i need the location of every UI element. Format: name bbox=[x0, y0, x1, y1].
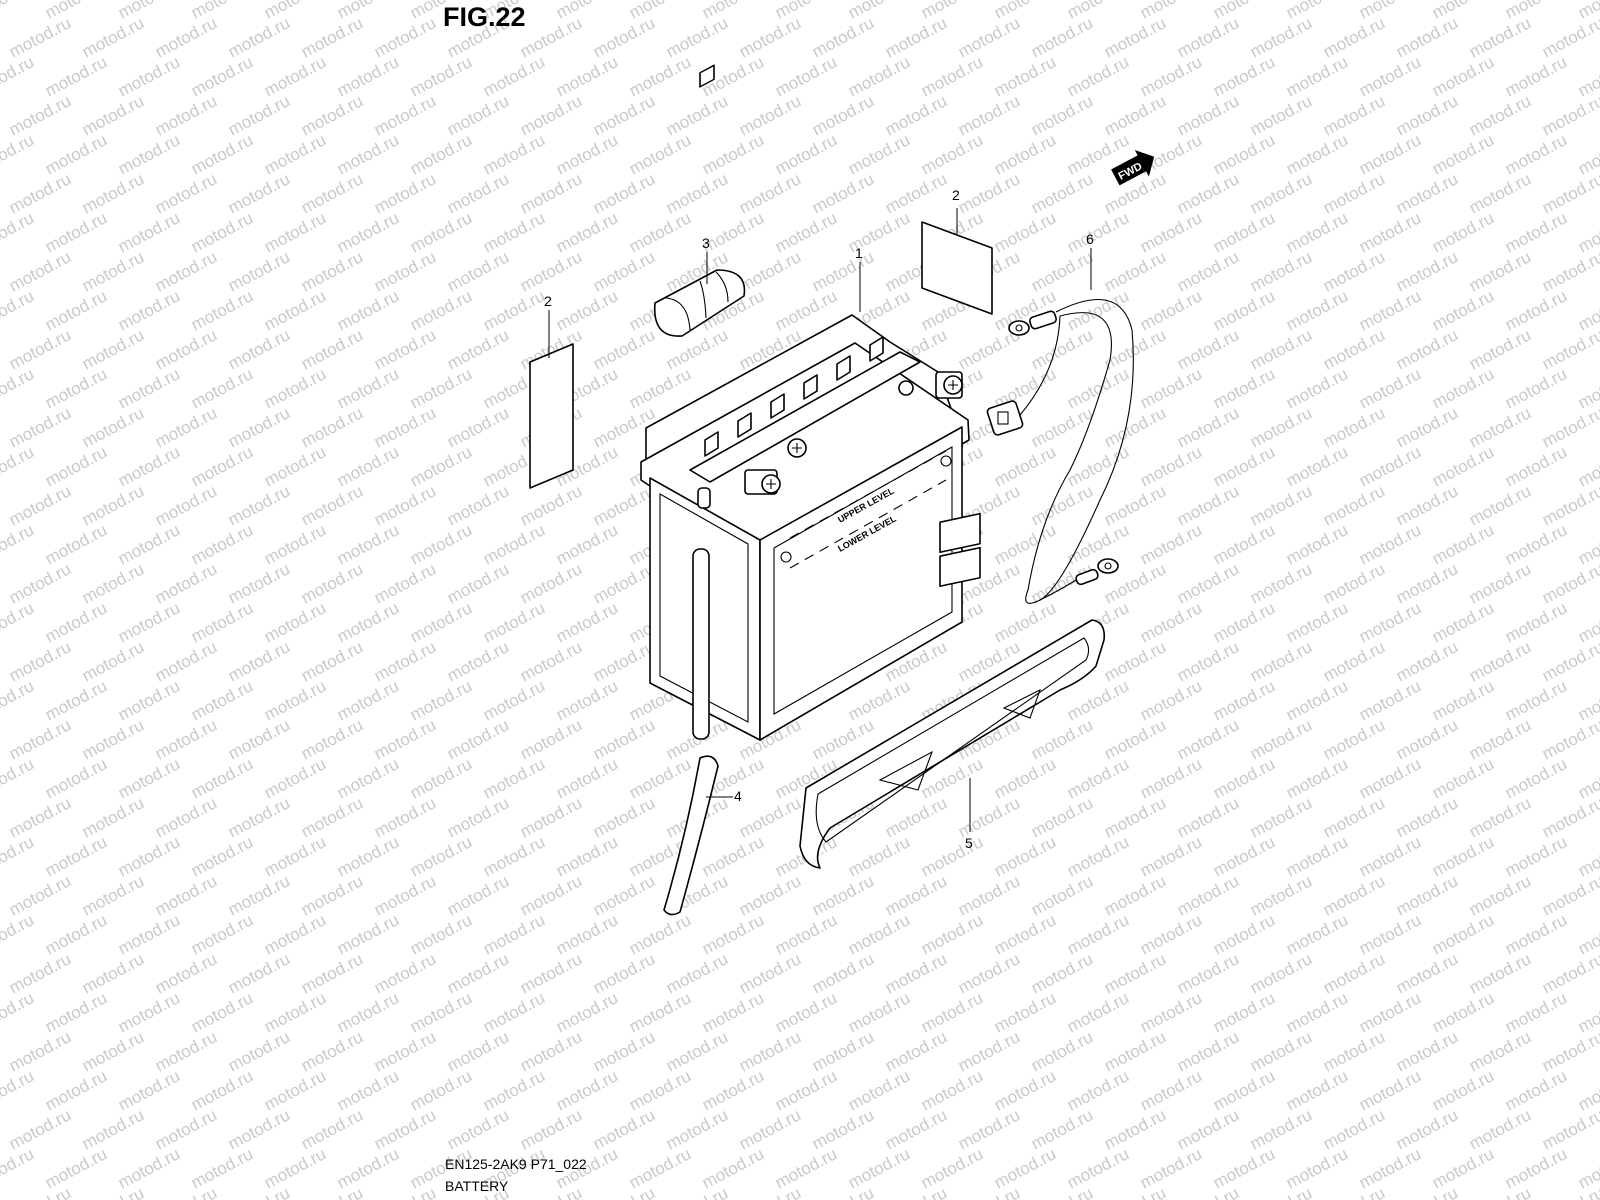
breather-tube bbox=[663, 548, 719, 916]
callout-1: 1 bbox=[855, 245, 863, 261]
positive-terminal bbox=[935, 371, 963, 399]
battery-lead-wire bbox=[986, 299, 1134, 604]
figure-title: FIG.22 bbox=[443, 2, 526, 32]
callout-2-left: 2 bbox=[544, 293, 552, 309]
callout-4: 4 bbox=[734, 788, 742, 804]
leader-lines bbox=[548, 208, 1092, 832]
callout-6: 6 bbox=[1086, 231, 1094, 247]
fwd-arrow-icon: FWD bbox=[1111, 150, 1155, 186]
cell-caps bbox=[699, 64, 884, 457]
terminal-cover bbox=[653, 269, 746, 337]
label-sheet-left bbox=[529, 343, 574, 489]
footer-name: BATTERY bbox=[445, 1178, 509, 1194]
callout-5: 5 bbox=[965, 835, 973, 851]
negative-terminal bbox=[744, 469, 781, 495]
callout-2-right: 2 bbox=[952, 187, 960, 203]
label-sheet-right bbox=[921, 221, 993, 315]
footer-code: EN125-2AK9 P71_022 bbox=[445, 1156, 587, 1172]
battery-strap bbox=[799, 512, 1106, 869]
battery: UPPER LEVEL LOWER LEVEL bbox=[640, 64, 970, 741]
callout-3: 3 bbox=[702, 235, 710, 251]
